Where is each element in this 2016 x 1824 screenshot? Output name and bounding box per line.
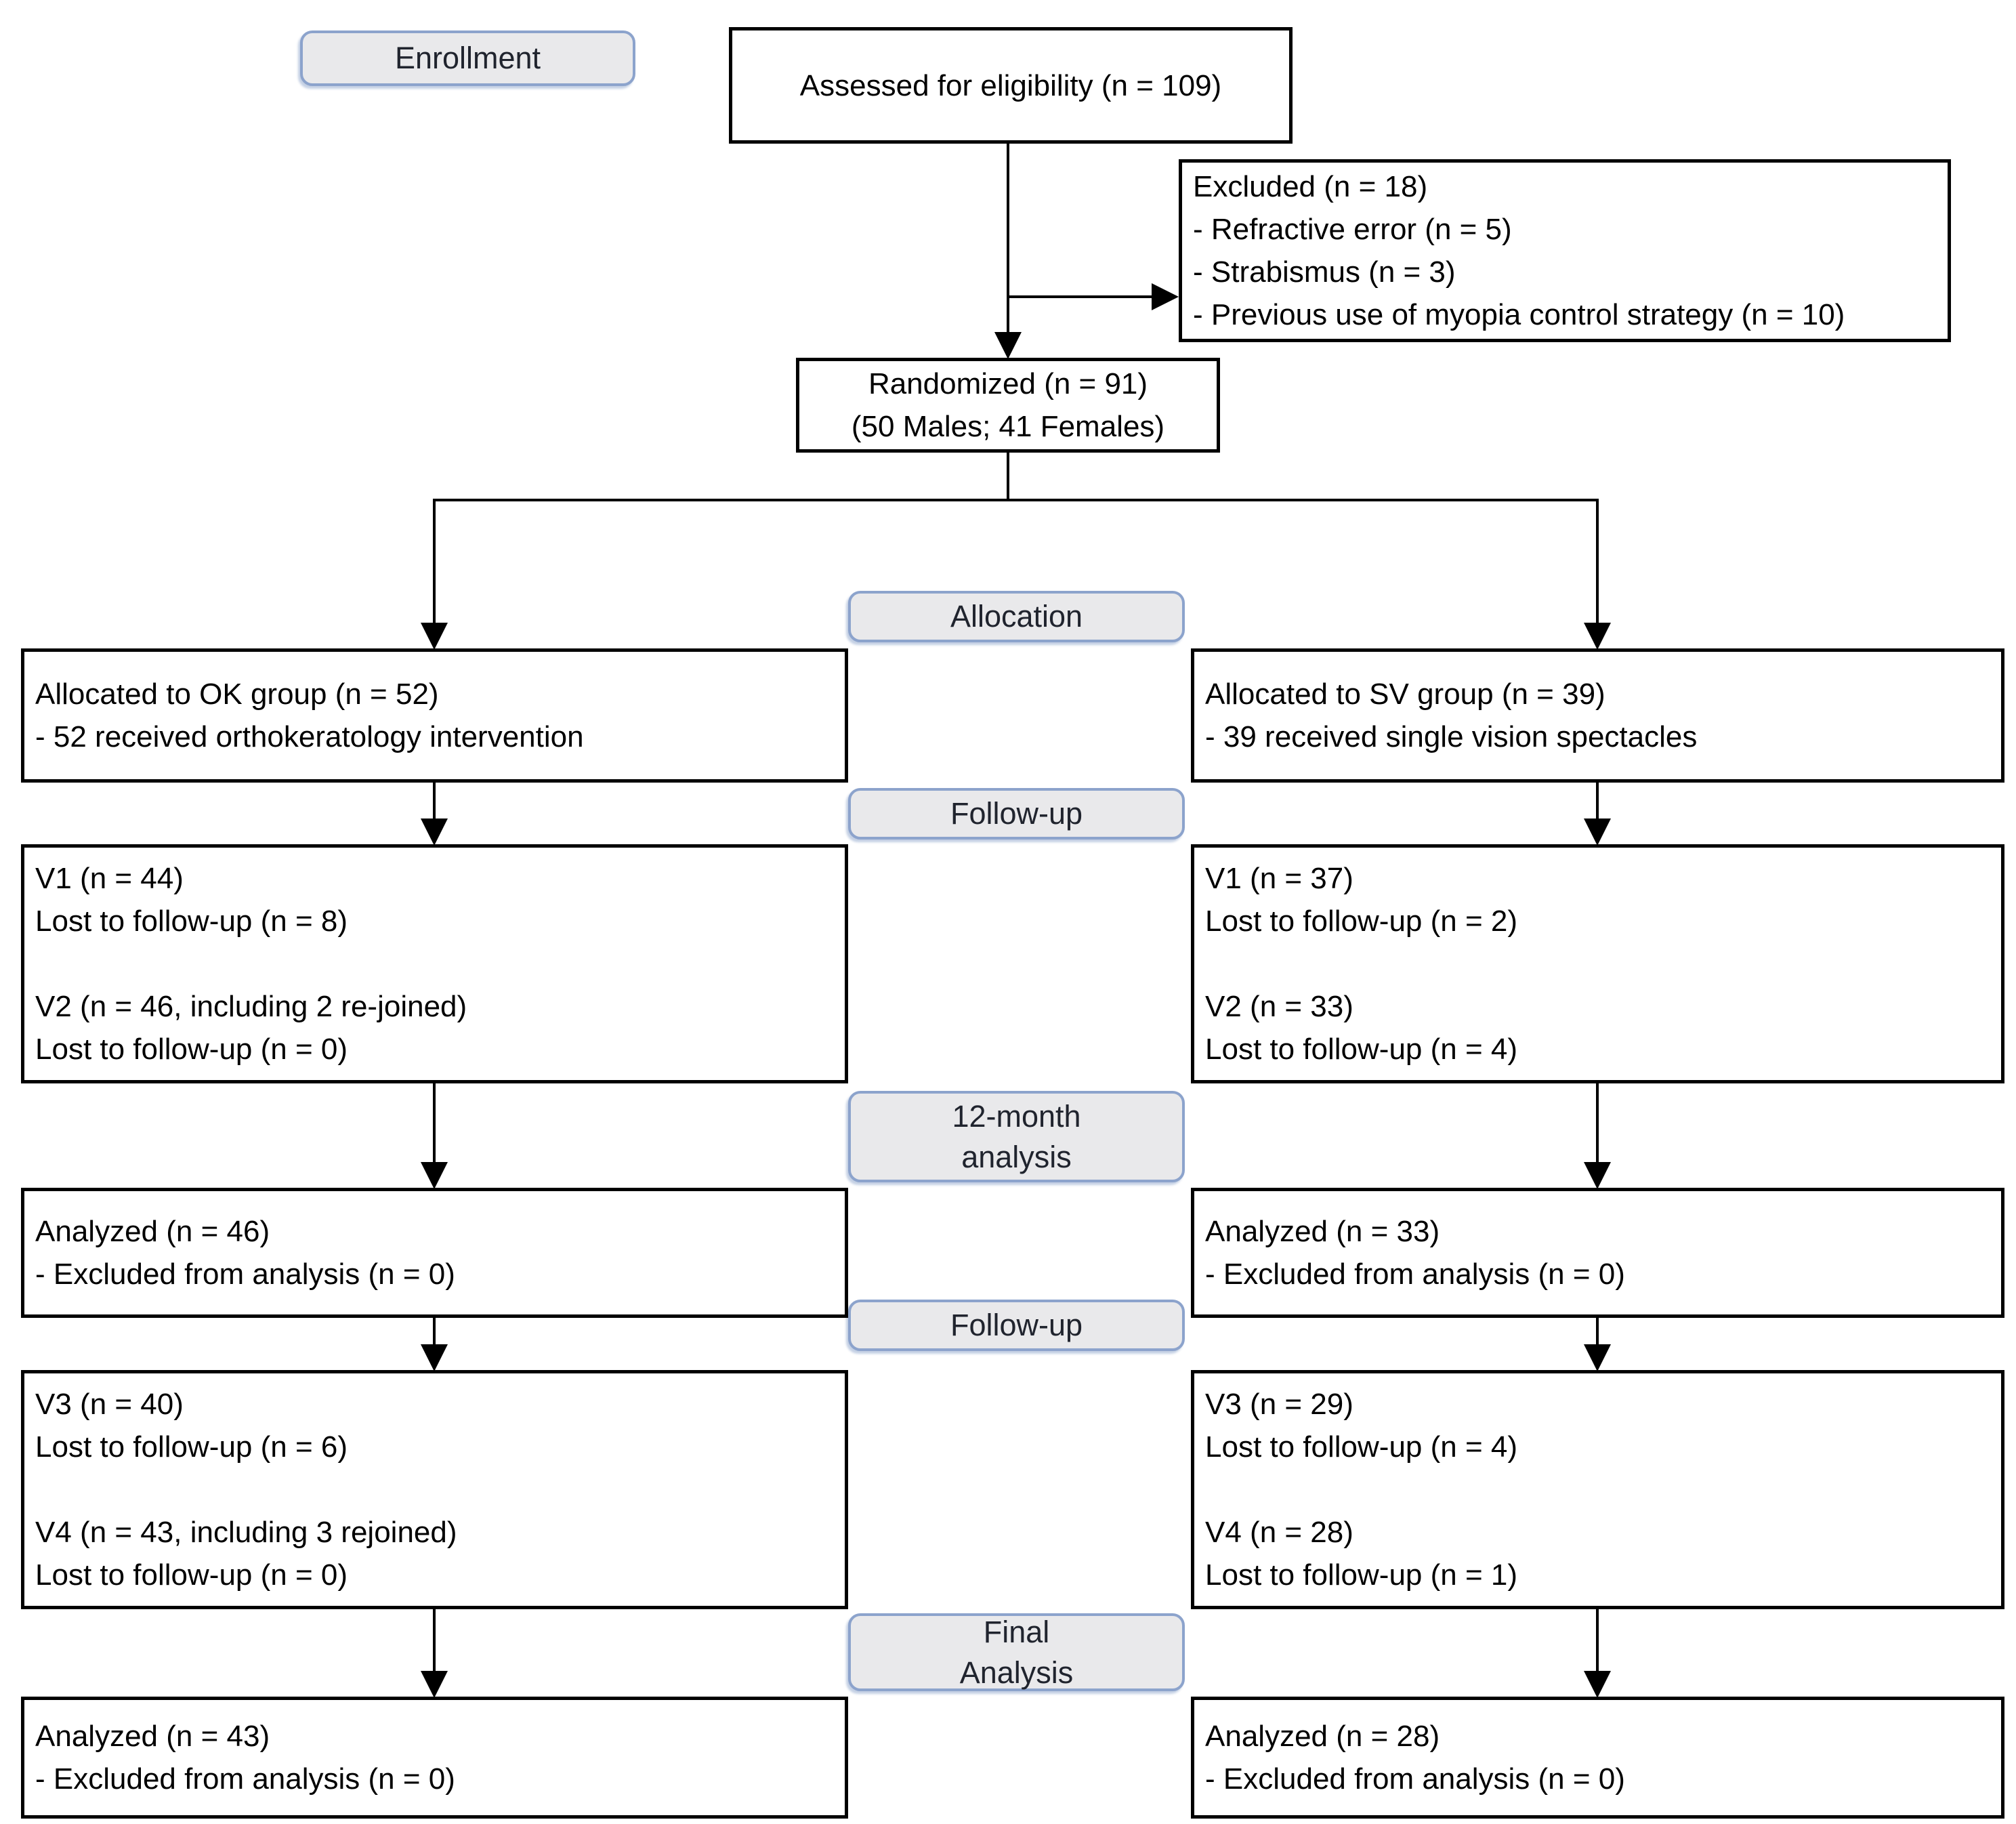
box-text-line: Lost to follow-up (n = 8) <box>35 905 348 938</box>
stage-label-text: Allocation <box>950 599 1083 634</box>
box-text-line: Lost to follow-up (n = 0) <box>35 1033 348 1066</box>
box-text-line: - Previous use of myopia control strateg… <box>1193 298 1845 331</box>
box-text-line: - Refractive error (n = 5) <box>1193 213 1512 246</box>
stage-label-text: 12-month <box>952 1098 1081 1134</box>
arrowhead-into-ok-allocation <box>421 623 448 650</box>
box-text-line: Lost to follow-up (n = 4) <box>1205 1033 1518 1066</box>
arrowhead-into-sv-allocation <box>1584 623 1611 650</box>
box-text-line: V4 (n = 28) <box>1205 1516 1353 1549</box>
box-text-line: Analyzed (n = 43) <box>35 1720 270 1753</box>
stage-label-12-month-analysis: 12-month analysis <box>848 1091 1185 1182</box>
box-ok-allocation: Allocated to OK group (n = 52) - 52 rece… <box>21 648 848 783</box>
stage-label-text: analysis <box>961 1139 1072 1174</box>
connector-ok-analysis12-to-followup2 <box>433 1318 436 1346</box>
box-sv-followup-v3-v4: V3 (n = 29) Lost to follow-up (n = 4) V4… <box>1191 1370 2004 1609</box>
box-text-line: (50 Males; 41 Females) <box>851 410 1165 443</box>
box-text-line: Lost to follow-up (n = 1) <box>1205 1558 1518 1592</box>
box-text-line: Lost to follow-up (n = 4) <box>1205 1430 1518 1464</box>
box-text-line: Randomized (n = 91) <box>868 367 1148 400</box>
connector-sv-allocation-to-followup1 <box>1596 783 1599 820</box>
arrowhead-into-sv-followup2 <box>1584 1344 1611 1371</box>
connector-ok-followup2-to-final <box>433 1609 436 1672</box>
connector-split-to-sv-allocation <box>1596 499 1599 624</box>
connector-randomized-to-split <box>1007 453 1009 501</box>
connector-sv-analysis12-to-followup2 <box>1596 1318 1599 1346</box>
box-text-line: Allocated to SV group (n = 39) <box>1205 678 1605 711</box>
connector-split-horizontal <box>433 499 1599 501</box>
connector-to-excluded <box>1008 295 1153 298</box>
box-text-line: Assessed for eligibility (n = 109) <box>799 68 1222 102</box>
box-text-line: V2 (n = 33) <box>1205 990 1353 1023</box>
arrowhead-into-sv-followup1 <box>1584 818 1611 846</box>
stage-label-text: Final <box>983 1614 1050 1649</box>
connector-assessed-to-randomized <box>1007 144 1009 333</box>
arrowhead-into-ok-final <box>421 1671 448 1698</box>
box-text-line: Lost to follow-up (n = 6) <box>35 1430 348 1464</box>
box-text-line: V1 (n = 44) <box>35 862 184 895</box>
box-text-line: - Excluded from analysis (n = 0) <box>35 1762 455 1796</box>
arrowhead-into-sv-analysis12 <box>1584 1162 1611 1189</box>
arrowhead-into-ok-analysis12 <box>421 1162 448 1189</box>
box-text-line: Analyzed (n = 33) <box>1205 1215 1440 1248</box>
stage-label-final-analysis: Final Analysis <box>848 1613 1185 1691</box>
stage-label-enrollment: Enrollment <box>300 30 635 86</box>
box-text-line: - Excluded from analysis (n = 0) <box>35 1258 455 1291</box>
box-text-line: - Strabismus (n = 3) <box>1193 255 1456 289</box>
box-sv-final-analyzed: Analyzed (n = 28) - Excluded from analys… <box>1191 1697 2004 1819</box>
box-text-line: - 52 received orthokeratology interventi… <box>35 720 584 753</box>
box-text-line: V4 (n = 43, including 3 rejoined) <box>35 1516 457 1549</box>
box-ok-12-month-analyzed: Analyzed (n = 46) - Excluded from analys… <box>21 1188 848 1318</box>
box-excluded: Excluded (n = 18) - Refractive error (n … <box>1179 159 1951 342</box>
box-sv-12-month-analyzed: Analyzed (n = 33) - Excluded from analys… <box>1191 1188 2004 1318</box>
arrowhead-into-excluded <box>1152 283 1179 310</box>
connector-sv-followup2-to-final <box>1596 1609 1599 1672</box>
arrowhead-into-sv-final <box>1584 1671 1611 1698</box>
blank-line <box>1205 1468 1990 1511</box>
box-text-line: Analyzed (n = 46) <box>35 1215 270 1248</box>
stage-label-followup-1: Follow-up <box>848 788 1185 840</box>
box-assessed-for-eligibility: Assessed for eligibility (n = 109) <box>729 27 1293 144</box>
stage-label-text: Enrollment <box>394 41 541 75</box>
box-text-line: - Excluded from analysis (n = 0) <box>1205 1762 1625 1796</box>
box-text-line: V2 (n = 46, including 2 re-joined) <box>35 990 467 1023</box>
stage-label-followup-2: Follow-up <box>848 1300 1185 1351</box>
box-ok-final-analyzed: Analyzed (n = 43) - Excluded from analys… <box>21 1697 848 1819</box>
arrowhead-into-randomized <box>994 332 1022 359</box>
connector-ok-allocation-to-followup1 <box>433 783 436 820</box>
arrowhead-into-ok-followup1 <box>421 818 448 846</box>
connector-split-to-ok-allocation <box>433 499 436 624</box>
stage-label-text: Follow-up <box>950 1308 1083 1342</box>
box-ok-followup-v1-v2: V1 (n = 44) Lost to follow-up (n = 8) V2… <box>21 844 848 1083</box>
box-text-line: Lost to follow-up (n = 0) <box>35 1558 348 1592</box>
box-text-line: V1 (n = 37) <box>1205 862 1353 895</box>
stage-label-text: Analysis <box>959 1655 1074 1690</box>
stage-label-allocation: Allocation <box>848 591 1185 642</box>
box-text-line: V3 (n = 29) <box>1205 1388 1353 1421</box>
box-text-line: Allocated to OK group (n = 52) <box>35 678 439 711</box>
box-text-line: - Excluded from analysis (n = 0) <box>1205 1258 1625 1291</box>
box-text-line: V3 (n = 40) <box>35 1388 184 1421</box>
box-text-line: Analyzed (n = 28) <box>1205 1720 1440 1753</box>
stage-label-text: Follow-up <box>950 796 1083 831</box>
box-text-line: - 39 received single vision spectacles <box>1205 720 1698 753</box>
box-text-line: Lost to follow-up (n = 2) <box>1205 905 1518 938</box>
blank-line <box>35 942 834 985</box>
connector-sv-followup1-to-analysis12 <box>1596 1083 1599 1163</box>
connector-ok-followup1-to-analysis12 <box>433 1083 436 1163</box>
arrowhead-into-ok-followup2 <box>421 1344 448 1371</box>
box-sv-followup-v1-v2: V1 (n = 37) Lost to follow-up (n = 2) V2… <box>1191 844 2004 1083</box>
blank-line <box>35 1468 834 1511</box>
box-text-line: Excluded (n = 18) <box>1193 170 1428 203</box>
blank-line <box>1205 942 1990 985</box>
box-ok-followup-v3-v4: V3 (n = 40) Lost to follow-up (n = 6) V4… <box>21 1370 848 1609</box>
box-randomized: Randomized (n = 91) (50 Males; 41 Female… <box>796 358 1220 453</box>
box-sv-allocation: Allocated to SV group (n = 39) - 39 rece… <box>1191 648 2004 783</box>
